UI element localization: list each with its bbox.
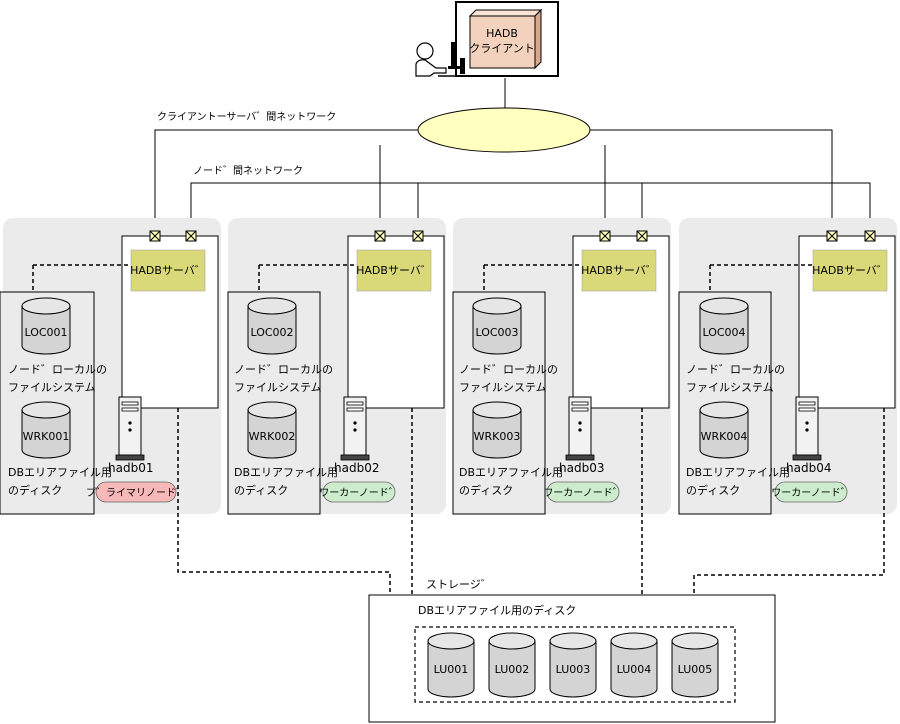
hadb-server-box xyxy=(356,249,432,292)
lu-cylinder: LU004 xyxy=(610,632,658,698)
hadb-server-label: HADBサーバ゛ xyxy=(581,264,657,277)
local-fs-label-2: ファイルシステム xyxy=(686,381,774,394)
hadb-server-box xyxy=(812,249,888,292)
lu-label: LU001 xyxy=(434,663,469,676)
person-at-computer-icon xyxy=(415,42,470,77)
db-disk-label-1: DBエリアファイル用 xyxy=(459,466,563,479)
hadb-server-label: HADBサーバ゛ xyxy=(812,264,888,277)
lu-cylinder: LU001 xyxy=(427,632,475,698)
network-port-icon xyxy=(864,230,876,242)
hadb-server-label: HADBサーバ゛ xyxy=(130,264,206,277)
role-label: ワーカーノード゛ xyxy=(543,487,622,499)
loc-label: LOC003 xyxy=(475,326,518,339)
server-tower-icon xyxy=(115,396,145,461)
lu-cylinder: LU003 xyxy=(549,632,597,698)
local-fs-label-2: ファイルシステム xyxy=(8,381,96,394)
node-2: HADBサーバ゛ LOC002 ノード゛ローカルの ファイルシステム WRK00… xyxy=(227,218,446,515)
storage-db-disk-label: DBエリアファイル用のディスク xyxy=(418,603,576,617)
lu-label: LU002 xyxy=(495,663,530,676)
server-tower-icon xyxy=(340,396,370,461)
wrk-label: WRK003 xyxy=(474,430,521,443)
local-fs-label-1: ノード゛ローカルの xyxy=(234,363,333,376)
client-box: HADB クライアント xyxy=(468,8,543,70)
network-port-icon xyxy=(374,230,386,242)
lu-label: LU005 xyxy=(678,663,713,676)
wrk-label: WRK004 xyxy=(701,430,748,443)
db-disk-label-2: のディスク xyxy=(234,483,288,497)
networks: クライアントーサーバ゛間ネットワーク ノード゛間ネットワーク xyxy=(154,78,871,230)
local-fs-label-1: ノード゛ローカルの xyxy=(459,363,558,376)
loc-label: LOC002 xyxy=(250,326,293,339)
network-port-icon xyxy=(412,230,424,242)
client-area: HADB クライアント xyxy=(415,1,559,77)
host-label: hadb03 xyxy=(559,461,604,475)
network-port-icon xyxy=(636,230,648,242)
storage-connections xyxy=(177,408,885,595)
network-port-icon xyxy=(826,230,838,242)
network-port-icon xyxy=(599,230,611,242)
role-badge xyxy=(546,481,620,503)
db-disk-label-1: DBエリアファイル用 xyxy=(686,466,790,479)
client-box-line1: HADB xyxy=(486,27,518,40)
node-4: HADBサーバ゛ LOC004 ノード゛ローカルの ファイルシステム WRK00… xyxy=(678,218,897,515)
hadb-server-box xyxy=(130,249,206,292)
loc-label: LOC001 xyxy=(24,326,67,339)
role-badge xyxy=(774,481,848,503)
local-fs-label-1: ノード゛ローカルの xyxy=(686,363,785,376)
db-disk-label-2: のディスク xyxy=(459,483,513,497)
local-fs-label-2: ファイルシステム xyxy=(459,381,547,394)
wrk-label: WRK002 xyxy=(249,430,296,443)
storage-label: ストレージ゛ xyxy=(426,578,492,591)
network-port-icon xyxy=(185,230,197,242)
lu-cylinder: LU002 xyxy=(488,632,536,698)
inter-node-network-label: ノード゛間ネットワーク xyxy=(193,165,303,177)
network-port-icon xyxy=(149,230,161,242)
host-label: hadb01 xyxy=(108,461,153,475)
role-badge xyxy=(322,481,396,503)
lu-label: LU003 xyxy=(556,663,591,676)
host-label: hadb02 xyxy=(334,461,379,475)
client-box-line2: クライアント xyxy=(469,42,535,55)
db-disk-label-2: のディスク xyxy=(8,483,62,497)
wrk-label: WRK001 xyxy=(23,430,70,443)
server-tower-icon xyxy=(565,396,595,461)
lu-label: LU004 xyxy=(617,663,652,676)
hadb-server-box xyxy=(581,249,657,292)
role-label: ワーカーノード゛ xyxy=(319,487,398,499)
network-ellipse xyxy=(417,107,591,153)
node-3: HADBサーバ゛ LOC003 ノード゛ローカルの ファイルシステム WRK00… xyxy=(452,218,671,515)
node-1: HADBサーバ゛ LOC001 ノード゛ローカルの ファイルシステム WRK00… xyxy=(0,218,221,515)
hadb-server-label: HADBサーバ゛ xyxy=(356,264,432,277)
local-fs-label-2: ファイルシステム xyxy=(234,381,322,394)
db-disk-label-1: DBエリアファイル用 xyxy=(234,466,338,479)
role-badge xyxy=(95,481,177,503)
lu-cylinder: LU005 xyxy=(671,632,719,698)
local-fs-label-1: ノード゛ローカルの xyxy=(8,363,107,376)
client-server-network-label: クライアントーサーバ゛間ネットワーク xyxy=(157,111,336,123)
host-label: hadb04 xyxy=(786,461,831,475)
db-disk-label-2: のディスク xyxy=(686,483,740,497)
db-disk-label-1: DBエリアファイル用 xyxy=(8,466,112,479)
lu-list: LU001 LU002 LU003 LU004 LU005 xyxy=(427,632,719,698)
role-label: プ゛ライマリノード゛ xyxy=(86,487,186,499)
loc-label: LOC004 xyxy=(702,326,745,339)
server-tower-icon xyxy=(792,396,822,461)
role-label: ワーカーノード゛ xyxy=(771,487,850,499)
